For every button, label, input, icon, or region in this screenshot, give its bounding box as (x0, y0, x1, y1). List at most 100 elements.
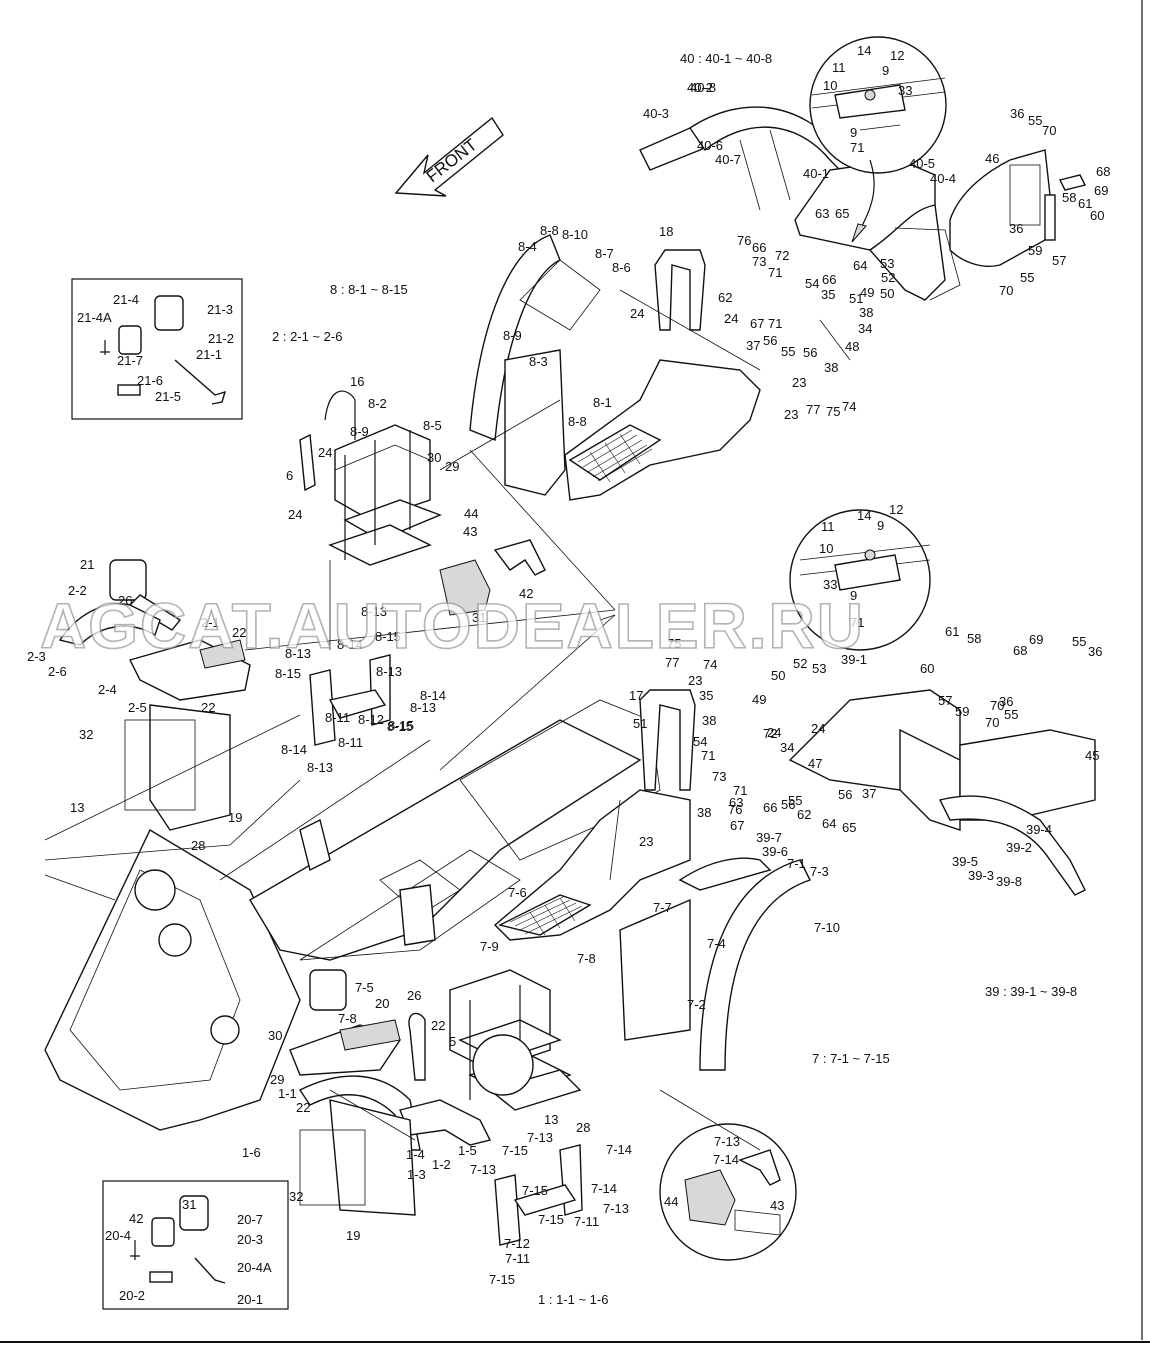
part-callout-label: 8-6 (612, 260, 631, 275)
part-callout-label: 39-2 (1006, 840, 1032, 855)
part-callout-label: 26 (118, 593, 132, 608)
part-callout-label: 7-2 (687, 997, 706, 1012)
part-callout-label: 70 (1042, 123, 1056, 138)
part-callout-label: 7-5 (355, 980, 374, 995)
part-callout-label: 75 (667, 636, 681, 651)
part-callout-label: 24 (724, 311, 738, 326)
part-callout-label: 23 (792, 375, 806, 390)
fender-40-assembly (639, 106, 961, 301)
part-callout-label: 8-9 (350, 424, 369, 439)
part-callout-label: 66 (763, 800, 777, 815)
group-note-1: 1 : 1-1 ~ 1-6 (538, 1292, 608, 1307)
part-callout-label: 1-4 (406, 1147, 425, 1162)
part-callout-label: 8-15 (375, 629, 401, 644)
part-callout-label: 1-2 (432, 1157, 451, 1172)
part-callout-label: 8-13 (361, 604, 387, 619)
leader-line (439, 399, 561, 471)
part-callout-label: 63 (815, 206, 829, 221)
part-callout-label: 71 (768, 316, 782, 331)
leader-line (44, 844, 231, 861)
part-callout-label: 8-11 (325, 710, 350, 725)
part-callout-label: 8-1 (593, 395, 612, 410)
part-callout-label: 30 (268, 1028, 282, 1043)
part-callout-label: 40-7 (715, 152, 741, 167)
part-callout-label: 62 (718, 290, 732, 305)
part-callout-label: 11 (832, 60, 846, 75)
part-callout-label: 8-13 (410, 700, 436, 715)
part-callout-label: 42 (519, 586, 533, 601)
part-callout-label: 77 (665, 655, 679, 670)
part-callout-label: 8-2 (368, 396, 387, 411)
part-callout-label: 47 (808, 756, 822, 771)
part-callout-label: 56 (763, 333, 777, 348)
part-callout-label: 49 (752, 692, 766, 707)
part-callout-label: 37 (862, 786, 876, 801)
part-callout-label: 21-1 (196, 347, 222, 362)
part-callout-label: 61 (1078, 196, 1092, 211)
part-callout-label: 7-11 (505, 1251, 530, 1266)
part-callout-label: 40-6 (697, 138, 723, 153)
part-callout-label: 8-5 (423, 418, 442, 433)
part-callout-label: 10 (819, 541, 833, 556)
part-callout-label: 39-6 (762, 844, 788, 859)
part-callout-label: 7-4 (707, 936, 726, 951)
part-callout-label: 68 (1013, 643, 1027, 658)
leader-lines (44, 289, 851, 1151)
part-callout-label: 50 (771, 668, 785, 683)
part-callout-label: 66 (752, 240, 766, 255)
part-callout-label: 8-11 (338, 735, 363, 750)
part-callout-label: 53 (812, 661, 826, 676)
part-callout-label: 11 (821, 519, 835, 534)
part-callout-label: 58 (967, 631, 981, 646)
watermark: AGCAT.AUTODEALER.RU (40, 590, 865, 662)
part-callout-label: 70 (990, 698, 1004, 713)
leader-line (329, 1089, 416, 1141)
part-callout-label: 19 (346, 1228, 360, 1243)
part-callout-label: 7-14 (606, 1142, 632, 1157)
part-callout-label: 1-5 (458, 1143, 477, 1158)
part-callout-label: 20 (375, 996, 389, 1011)
part-callout-label: 31 (182, 1197, 196, 1212)
inset-box-mirror-21 (71, 278, 243, 420)
part-callout-label: 40-2 (687, 80, 713, 95)
part-callout-label: 68 (1096, 164, 1110, 179)
part-callout-label: 39-3 (968, 868, 994, 883)
main-chassis-frame (44, 699, 661, 1131)
part-callout-label: 39-8 (996, 874, 1022, 889)
part-callout-label: 40-4 (930, 171, 956, 186)
part-callout-label: 52 (793, 656, 807, 671)
cab-floor-7-1 (493, 689, 696, 941)
part-callout-label: 6 (286, 468, 293, 483)
part-callout-label: 9 (850, 588, 857, 603)
group-note-7: 7 : 7-1 ~ 7-15 (812, 1051, 890, 1066)
part-callout-label: 76 (737, 233, 751, 248)
leader-line (44, 714, 301, 841)
detail-circle-top (809, 36, 947, 243)
rear-panel-46 (949, 149, 1087, 267)
part-callout-label: 8-14 (337, 637, 363, 652)
part-callout-label: 43 (770, 1198, 784, 1213)
part-callout-label: 29 (445, 459, 459, 474)
leader-line (599, 614, 616, 621)
part-callout-label: 70 (999, 283, 1013, 298)
part-callout-label: 39-4 (1026, 822, 1052, 837)
part-callout-label: 72 (763, 726, 777, 741)
group-note-2: 2 : 2-1 ~ 2-6 (272, 329, 342, 344)
part-callout-label: 50 (880, 286, 894, 301)
part-callout-label: 63 (729, 795, 743, 810)
part-callout-label: 18 (659, 224, 673, 239)
part-callout-label: 7-12 (504, 1236, 530, 1251)
part-callout-label: 1-3 (407, 1167, 426, 1182)
part-callout-label: 19 (228, 810, 242, 825)
part-callout-label: 40-8 (690, 80, 716, 95)
part-callout-label: 59 (1028, 243, 1042, 258)
part-callout-label: 72 (775, 248, 789, 263)
part-callout-label: 34 (858, 321, 872, 336)
part-callout-label: 45 (1085, 748, 1099, 763)
part-callout-label: 8-13 (376, 664, 402, 679)
part-callout-label: 53 (880, 256, 894, 271)
part-callout-label: 8-8 (540, 223, 559, 238)
part-callout-label: 8-8 (568, 414, 587, 429)
part-callout-label: 7-9 (480, 939, 499, 954)
part-callout-label: 22 (296, 1100, 310, 1115)
